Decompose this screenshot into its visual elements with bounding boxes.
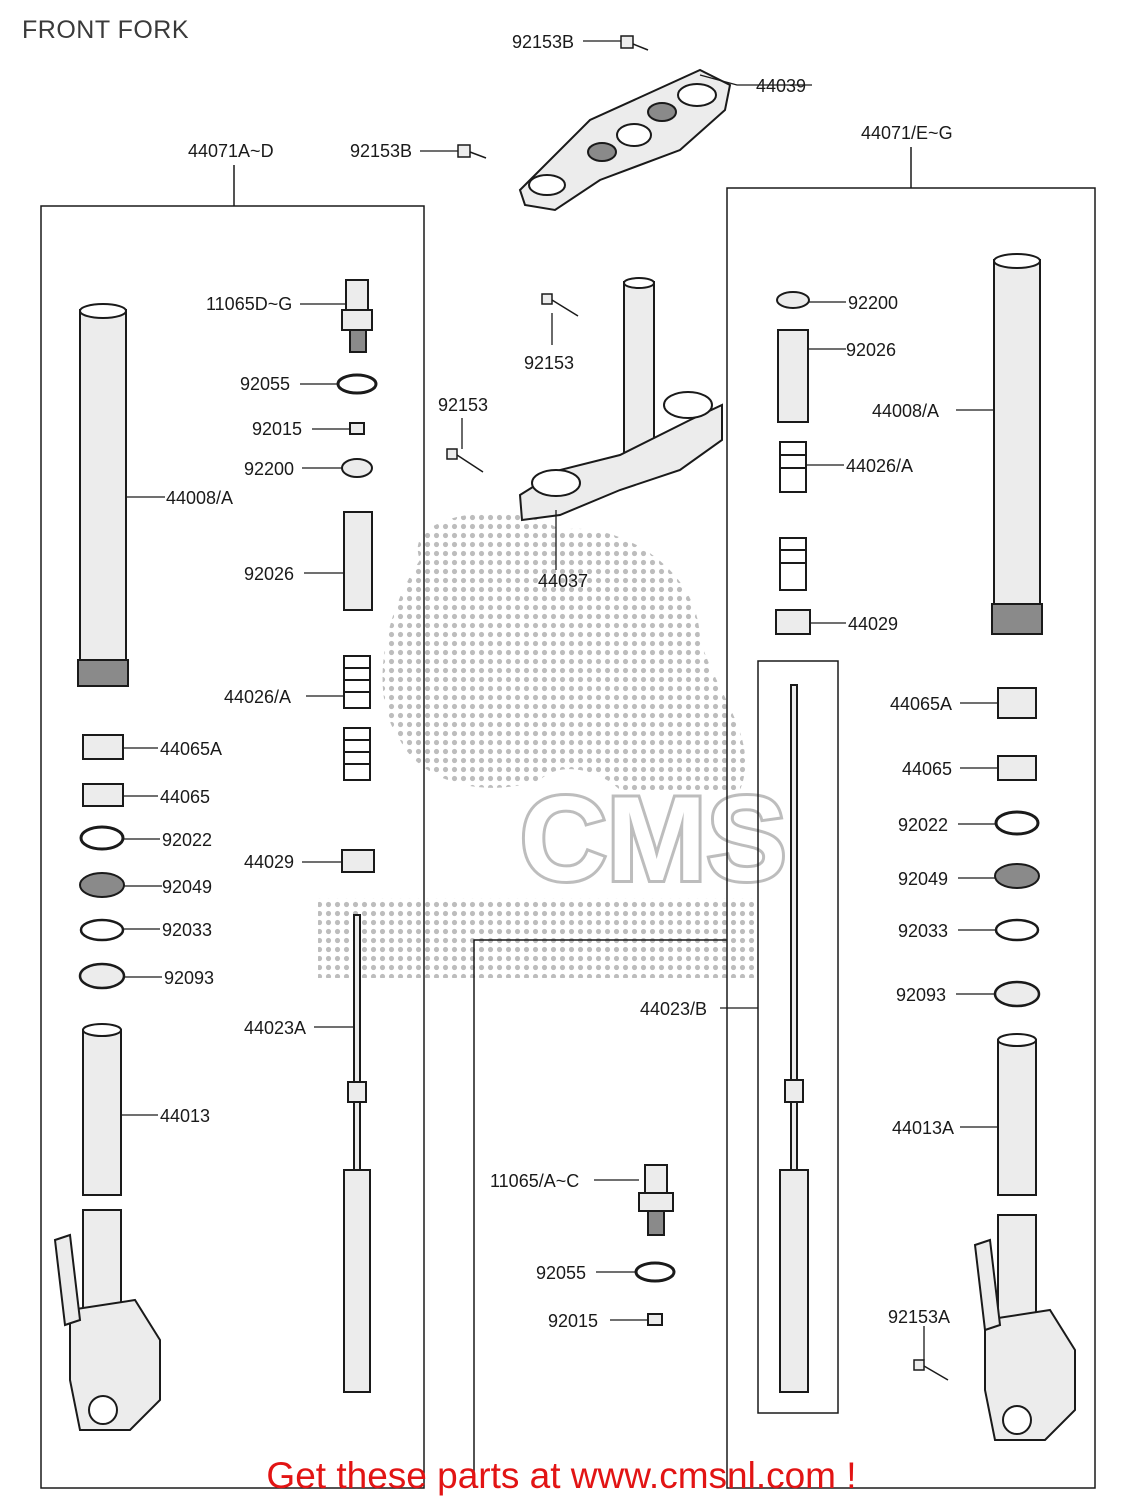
label-44023A: 44023A — [244, 1018, 306, 1038]
damper-rod-44023A — [343, 914, 371, 1393]
label-92093-left: 92093 — [164, 968, 214, 988]
label-44013A: 44013A — [892, 1118, 954, 1138]
label-92200-left: 92200 — [244, 459, 294, 479]
oil-seal-92049-left — [79, 872, 125, 898]
label-44026A-left: 44026/A — [224, 687, 291, 707]
label-92015-right: 92015 — [548, 1311, 598, 1331]
label-92033-right: 92033 — [898, 921, 948, 941]
label-92153A: 92153A — [888, 1307, 950, 1327]
spring-44026-right — [779, 441, 807, 591]
washer-92200-right — [776, 291, 810, 309]
label-44039: 44039 — [756, 76, 806, 96]
label-44037: 44037 — [538, 571, 588, 591]
label-44029-right: 44029 — [848, 614, 898, 634]
leader-lines — [121, 40, 998, 1360]
dust-seal-92093-right — [993, 980, 1041, 1008]
label-44013: 44013 — [160, 1106, 210, 1126]
watermark-text: CMS — [520, 772, 787, 906]
o-ring-92055-right — [634, 1261, 676, 1283]
spacer-44029-left — [341, 849, 375, 873]
label-92153B-top: 92153B — [512, 32, 574, 52]
label-44029-left: 44029 — [244, 852, 294, 872]
label-11065DG: 11065D~G — [206, 294, 292, 314]
nut-92015-left — [349, 422, 365, 435]
watermark-band — [318, 898, 758, 978]
label-92200-right: 92200 — [848, 293, 898, 313]
center-bracket — [473, 939, 727, 1488]
label-92026-right: 92026 — [846, 340, 896, 360]
label-44065-right: 44065 — [902, 759, 952, 779]
spacer-44029-right — [775, 609, 811, 635]
page-title: FRONT FORK — [22, 16, 190, 44]
axle-bracket-left — [53, 1209, 161, 1431]
label-92022-left: 92022 — [162, 830, 212, 850]
collar-92026-left — [343, 511, 373, 611]
label-92153B-mid: 92153B — [350, 141, 412, 161]
right-assembly-frame — [726, 147, 1096, 1489]
right-assembly-label: 44071/E~G — [861, 123, 953, 143]
steering-stem-lower-clamp — [518, 277, 723, 522]
label-92093-right: 92093 — [896, 985, 946, 1005]
o-ring-92055-left — [336, 373, 378, 395]
label-92022-right: 92022 — [898, 815, 948, 835]
label-92015-left: 92015 — [252, 419, 302, 439]
rebound-adjuster-11065DG — [341, 279, 373, 353]
upper-triple-clamp — [518, 68, 732, 212]
washer-92022-right — [994, 810, 1040, 836]
label-92049-right: 92049 — [898, 869, 948, 889]
nut-92015-right — [647, 1313, 663, 1326]
label-44008A-left: 44008/A — [166, 488, 233, 508]
comp-adjuster-11065AC — [638, 1164, 674, 1236]
inner-tube-44013A-right — [997, 1033, 1037, 1196]
circlip-92033-left — [79, 918, 125, 942]
label-92055-left: 92055 — [240, 374, 290, 394]
collar-92026-right — [777, 329, 809, 423]
bushing-44065-right — [997, 755, 1037, 781]
watermark-logo: CMS — [318, 513, 790, 978]
inner-tube-44013-left — [82, 1023, 122, 1196]
label-44026A-right: 44026/A — [846, 456, 913, 476]
outer-tube-44008-right — [991, 253, 1043, 635]
footer-link-text[interactable]: Get these parts at www.cmsnl.com ! — [266, 1455, 857, 1496]
dust-seal-92093-left — [78, 962, 126, 990]
bolt-92153A — [913, 1359, 949, 1381]
circlip-92033-right — [994, 918, 1040, 942]
part-labels: 92153B 44039 92153B 11065D~G 92055 92015… — [160, 32, 954, 1331]
label-44023B: 44023/B — [640, 999, 707, 1019]
label-44065A-left: 44065A — [160, 739, 222, 759]
bolt-92153B-top — [620, 35, 649, 51]
left-assembly-label: 44071A~D — [188, 141, 274, 161]
bolt-92153B-mid — [457, 144, 487, 159]
watermark-figure — [382, 513, 746, 790]
bushing-44065-left — [82, 783, 124, 807]
left-assembly-frame — [40, 165, 425, 1489]
label-92033-left: 92033 — [162, 920, 212, 940]
axle-bracket-right — [973, 1214, 1076, 1441]
label-11065AC: 11065/A~C — [490, 1171, 579, 1191]
label-92026-left: 92026 — [244, 564, 294, 584]
label-92153-b: 92153 — [438, 395, 488, 415]
oil-seal-92049-right — [994, 863, 1040, 889]
label-44065A-right: 44065A — [890, 694, 952, 714]
damper-rod-44023B — [779, 684, 809, 1393]
label-44065-left: 44065 — [160, 787, 210, 807]
spring-44026-left — [343, 655, 371, 781]
washer-92200-left — [341, 458, 373, 478]
bolt-92153-b — [446, 448, 484, 473]
label-44008A-right: 44008/A — [872, 401, 939, 421]
outer-tube-44008-left — [77, 303, 129, 687]
bolt-92153-a — [541, 293, 579, 317]
bushing-44065A-left — [82, 734, 124, 760]
washer-92022-left — [79, 825, 125, 851]
bushing-44065A-right — [997, 687, 1037, 719]
label-92049-left: 92049 — [162, 877, 212, 897]
label-92153-a: 92153 — [524, 353, 574, 373]
label-92055-right: 92055 — [536, 1263, 586, 1283]
